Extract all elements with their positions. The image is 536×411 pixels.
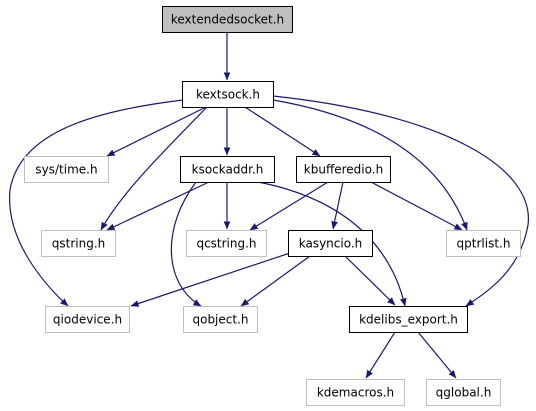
edge-kdelibs_export-to-kdemacros <box>365 331 396 379</box>
edge-kdelibs_export-to-qglobal <box>417 331 457 379</box>
node-qiodevice: qiodevice.h <box>45 306 130 333</box>
edge-ksockaddr-to-kdelibs_export <box>257 181 407 307</box>
node-label: qiodevice.h <box>53 313 122 327</box>
node-box <box>306 379 405 406</box>
node-kextendedsocket[interactable]: kextendedsocket.h <box>162 6 293 33</box>
node-label: kdelibs_export.h <box>359 313 458 327</box>
edge-kasyncio-to-kdelibs_export <box>344 255 396 306</box>
node-label: kextsock.h <box>196 88 260 102</box>
node-qstring: qstring.h <box>41 230 116 257</box>
node-label: qcstring.h <box>196 237 256 251</box>
node-qobject: qobject.h <box>183 306 258 333</box>
node-box <box>288 230 373 257</box>
node-kdemacros: kdemacros.h <box>306 379 405 406</box>
node-label: kasyncio.h <box>299 237 363 251</box>
node-box <box>426 379 501 406</box>
edge-ksockaddr-to-qobject <box>170 181 202 307</box>
node-box <box>45 306 130 333</box>
node-kbufferedio[interactable]: kbufferedio.h <box>296 156 391 183</box>
node-label: qobject.h <box>192 313 248 327</box>
edge-kextsock-to-qstring <box>100 106 208 231</box>
node-kdelibs_export[interactable]: kdelibs_export.h <box>349 306 468 333</box>
node-label: qptrlist.h <box>457 237 511 251</box>
node-box <box>182 81 274 108</box>
edge-kextsock-to-kbufferedio <box>244 106 321 157</box>
node-label: qstring.h <box>52 237 105 251</box>
edge-kextsock-to-systime <box>106 106 207 157</box>
node-label: sys/time.h <box>35 163 97 177</box>
edge-kbufferedio-to-qcstring <box>249 181 329 231</box>
edge-kextsock-to-qiodevice <box>9 99 184 307</box>
node-qglobal: qglobal.h <box>426 379 501 406</box>
node-label: qglobal.h <box>436 386 492 400</box>
node-box <box>162 6 293 33</box>
node-qptrlist: qptrlist.h <box>446 230 521 257</box>
edge-kasyncio-to-qobject <box>240 255 311 307</box>
node-box <box>180 156 275 183</box>
edge-kasyncio-to-qiodevice <box>130 252 291 307</box>
node-label: kextendedsocket.h <box>171 13 284 27</box>
edges-layer <box>9 32 529 379</box>
node-label: ksockaddr.h <box>192 163 264 177</box>
node-box <box>183 306 258 333</box>
node-label: kbufferedio.h <box>304 163 383 177</box>
node-kextsock[interactable]: kextsock.h <box>182 81 274 108</box>
nodes-layer: kextendedsocket.h kextsock.h sys/time.h kso… <box>24 6 521 406</box>
node-label: kdemacros.h <box>317 386 394 400</box>
edge-kextsock-to-kdelibs_export <box>272 95 529 307</box>
node-box <box>186 230 267 257</box>
node-ksockaddr[interactable]: ksockaddr.h <box>180 156 275 183</box>
node-box <box>446 230 521 257</box>
node-box <box>296 156 391 183</box>
node-qcstring: qcstring.h <box>186 230 267 257</box>
node-box <box>349 306 468 333</box>
edge-kbufferedio-to-kasyncio <box>331 181 344 230</box>
node-systime: sys/time.h <box>24 156 109 183</box>
node-box <box>24 156 109 183</box>
edge-kextsock-to-qptrlist <box>272 99 468 231</box>
edge-kbufferedio-to-qptrlist <box>370 181 463 231</box>
node-box <box>41 230 116 257</box>
edge-ksockaddr-to-qstring <box>106 181 210 231</box>
node-kasyncio[interactable]: kasyncio.h <box>288 230 373 257</box>
